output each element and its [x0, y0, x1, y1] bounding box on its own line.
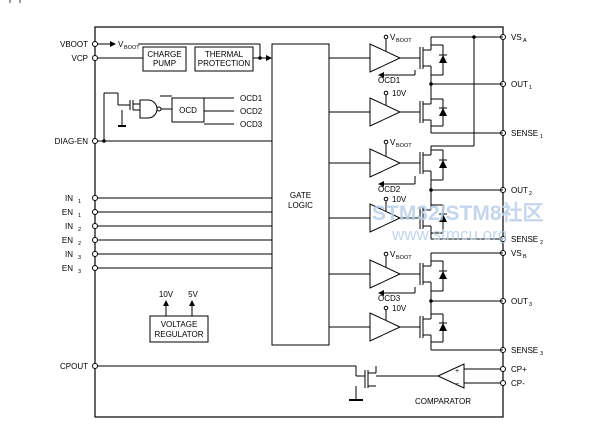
pin-diag-en: DIAG-EN — [55, 137, 98, 146]
svg-text:10V: 10V — [392, 89, 407, 98]
svg-text:10V: 10V — [392, 304, 407, 313]
svg-text:STM32/STM8社区: STM32/STM8社区 — [372, 201, 544, 225]
driver-stage-3: V BOOT OCD2 — [329, 35, 503, 194]
pin-cp-minus: CP- — [500, 379, 525, 388]
svg-text:BOOT: BOOT — [396, 255, 412, 261]
pin-vboot: VBOOT — [60, 40, 98, 49]
pin-label-vcp: VCP — [72, 54, 88, 63]
svg-text:B: B — [523, 254, 527, 260]
svg-text:OUT: OUT — [511, 297, 528, 306]
svg-text:OUT: OUT — [511, 186, 528, 195]
svg-text:V: V — [390, 138, 396, 147]
svg-text:OCD3: OCD3 — [378, 294, 401, 303]
driver-stage-6: 10V — [329, 301, 503, 351]
svg-text:OCD2: OCD2 — [378, 185, 401, 194]
driver-stage-5: V BOOT OCD3 — [329, 250, 503, 303]
gate-logic-block — [271, 43, 330, 346]
svg-text:1: 1 — [78, 213, 81, 219]
svg-text:EN: EN — [62, 236, 73, 245]
svg-text:CHARGE: CHARGE — [147, 50, 181, 59]
ocd2-label: OCD2 — [240, 107, 263, 116]
svg-text:1: 1 — [78, 199, 81, 205]
svg-text:IN: IN — [65, 194, 73, 203]
svg-text:www.stmcu.org: www.stmcu.org — [391, 225, 507, 244]
watermark: STM32/STM8社区 www.stmcu.org — [372, 201, 544, 244]
pin-in1: IN 1 — [65, 194, 98, 205]
chip-outline — [94, 26, 504, 418]
ocd-logic — [104, 92, 172, 127]
svg-text:+: + — [455, 368, 459, 375]
charge-pump-block — [142, 46, 187, 72]
svg-text:OCD: OCD — [179, 106, 197, 115]
ocd3-label: OCD3 — [240, 120, 263, 129]
svg-text:EN: EN — [62, 264, 73, 273]
pin-in2: IN 2 — [65, 222, 98, 233]
svg-text:VS: VS — [511, 33, 522, 42]
svg-text:CP-: CP- — [511, 379, 525, 388]
reg-5v-label: 5V — [188, 290, 198, 299]
svg-text:OUT: OUT — [511, 80, 528, 89]
svg-text:V: V — [390, 250, 396, 259]
driver-stage-1: V BOOT OCD1 — [329, 33, 503, 86]
svg-text:COMPARATOR: COMPARATOR — [415, 397, 471, 406]
svg-text:−: − — [455, 381, 459, 388]
svg-text:2: 2 — [78, 241, 81, 247]
pin-label-diag-en: DIAG-EN — [55, 137, 89, 146]
svg-text:1: 1 — [529, 85, 532, 91]
svg-text:PROTECTION: PROTECTION — [198, 59, 251, 68]
svg-text:IN: IN — [65, 250, 73, 259]
pin-in3: IN 3 — [65, 250, 98, 261]
pin-cpout: CPOUT — [60, 362, 98, 371]
svg-text:EN: EN — [62, 208, 73, 217]
svg-text:VOLTAGE: VOLTAGE — [161, 320, 198, 329]
svg-text:2: 2 — [529, 191, 532, 197]
svg-text:LOGIC: LOGIC — [288, 201, 313, 210]
pin-en3: EN 3 — [62, 264, 98, 275]
svg-text:THERMAL: THERMAL — [205, 50, 244, 59]
svg-text:PUMP: PUMP — [153, 59, 176, 68]
svg-text:2: 2 — [78, 227, 81, 233]
pin-en1: EN 1 — [62, 208, 98, 219]
svg-text:3: 3 — [540, 351, 543, 357]
svg-text:GATE: GATE — [290, 191, 311, 200]
svg-text:VS: VS — [511, 249, 522, 258]
pin-label-vboot: VBOOT — [60, 40, 88, 49]
driver-stage-2: 10V — [329, 84, 503, 134]
svg-text:3: 3 — [78, 255, 81, 261]
svg-text:BOOT: BOOT — [396, 143, 412, 149]
reg-10v-label: 10V — [159, 290, 174, 299]
pin-vcp: VCP — [72, 54, 98, 63]
pin-cp-plus: CP+ — [500, 365, 527, 374]
svg-text:SENSE: SENSE — [511, 235, 538, 244]
pin-en2: EN 2 — [62, 236, 98, 247]
ocd1-label: OCD1 — [240, 94, 263, 103]
svg-text:OCD1: OCD1 — [378, 76, 401, 85]
svg-text:3: 3 — [78, 269, 81, 275]
svg-text:1: 1 — [540, 134, 543, 140]
svg-text:BOOT: BOOT — [124, 45, 140, 51]
thermal-protection-block — [194, 46, 254, 72]
voltage-regulator-block — [149, 315, 209, 343]
ocd-block — [171, 97, 205, 123]
vboot-internal-label: V — [118, 40, 124, 49]
svg-text:3: 3 — [529, 302, 532, 308]
comparator: + − COMPARATOR — [415, 363, 504, 406]
svg-text:SENSE: SENSE — [511, 346, 538, 355]
pin-label-cpout: CPOUT — [60, 362, 88, 371]
svg-text:V: V — [390, 33, 396, 42]
svg-text:IN: IN — [65, 222, 73, 231]
svg-text:A: A — [523, 38, 527, 44]
svg-text:10V: 10V — [392, 195, 407, 204]
svg-text:CP+: CP+ — [511, 365, 527, 374]
svg-text:REGULATOR: REGULATOR — [154, 330, 203, 339]
svg-text:2: 2 — [540, 240, 543, 246]
svg-text:BOOT: BOOT — [396, 38, 412, 44]
driver-stage-4: 10V — [329, 190, 503, 240]
svg-text:SENSE: SENSE — [511, 129, 538, 138]
